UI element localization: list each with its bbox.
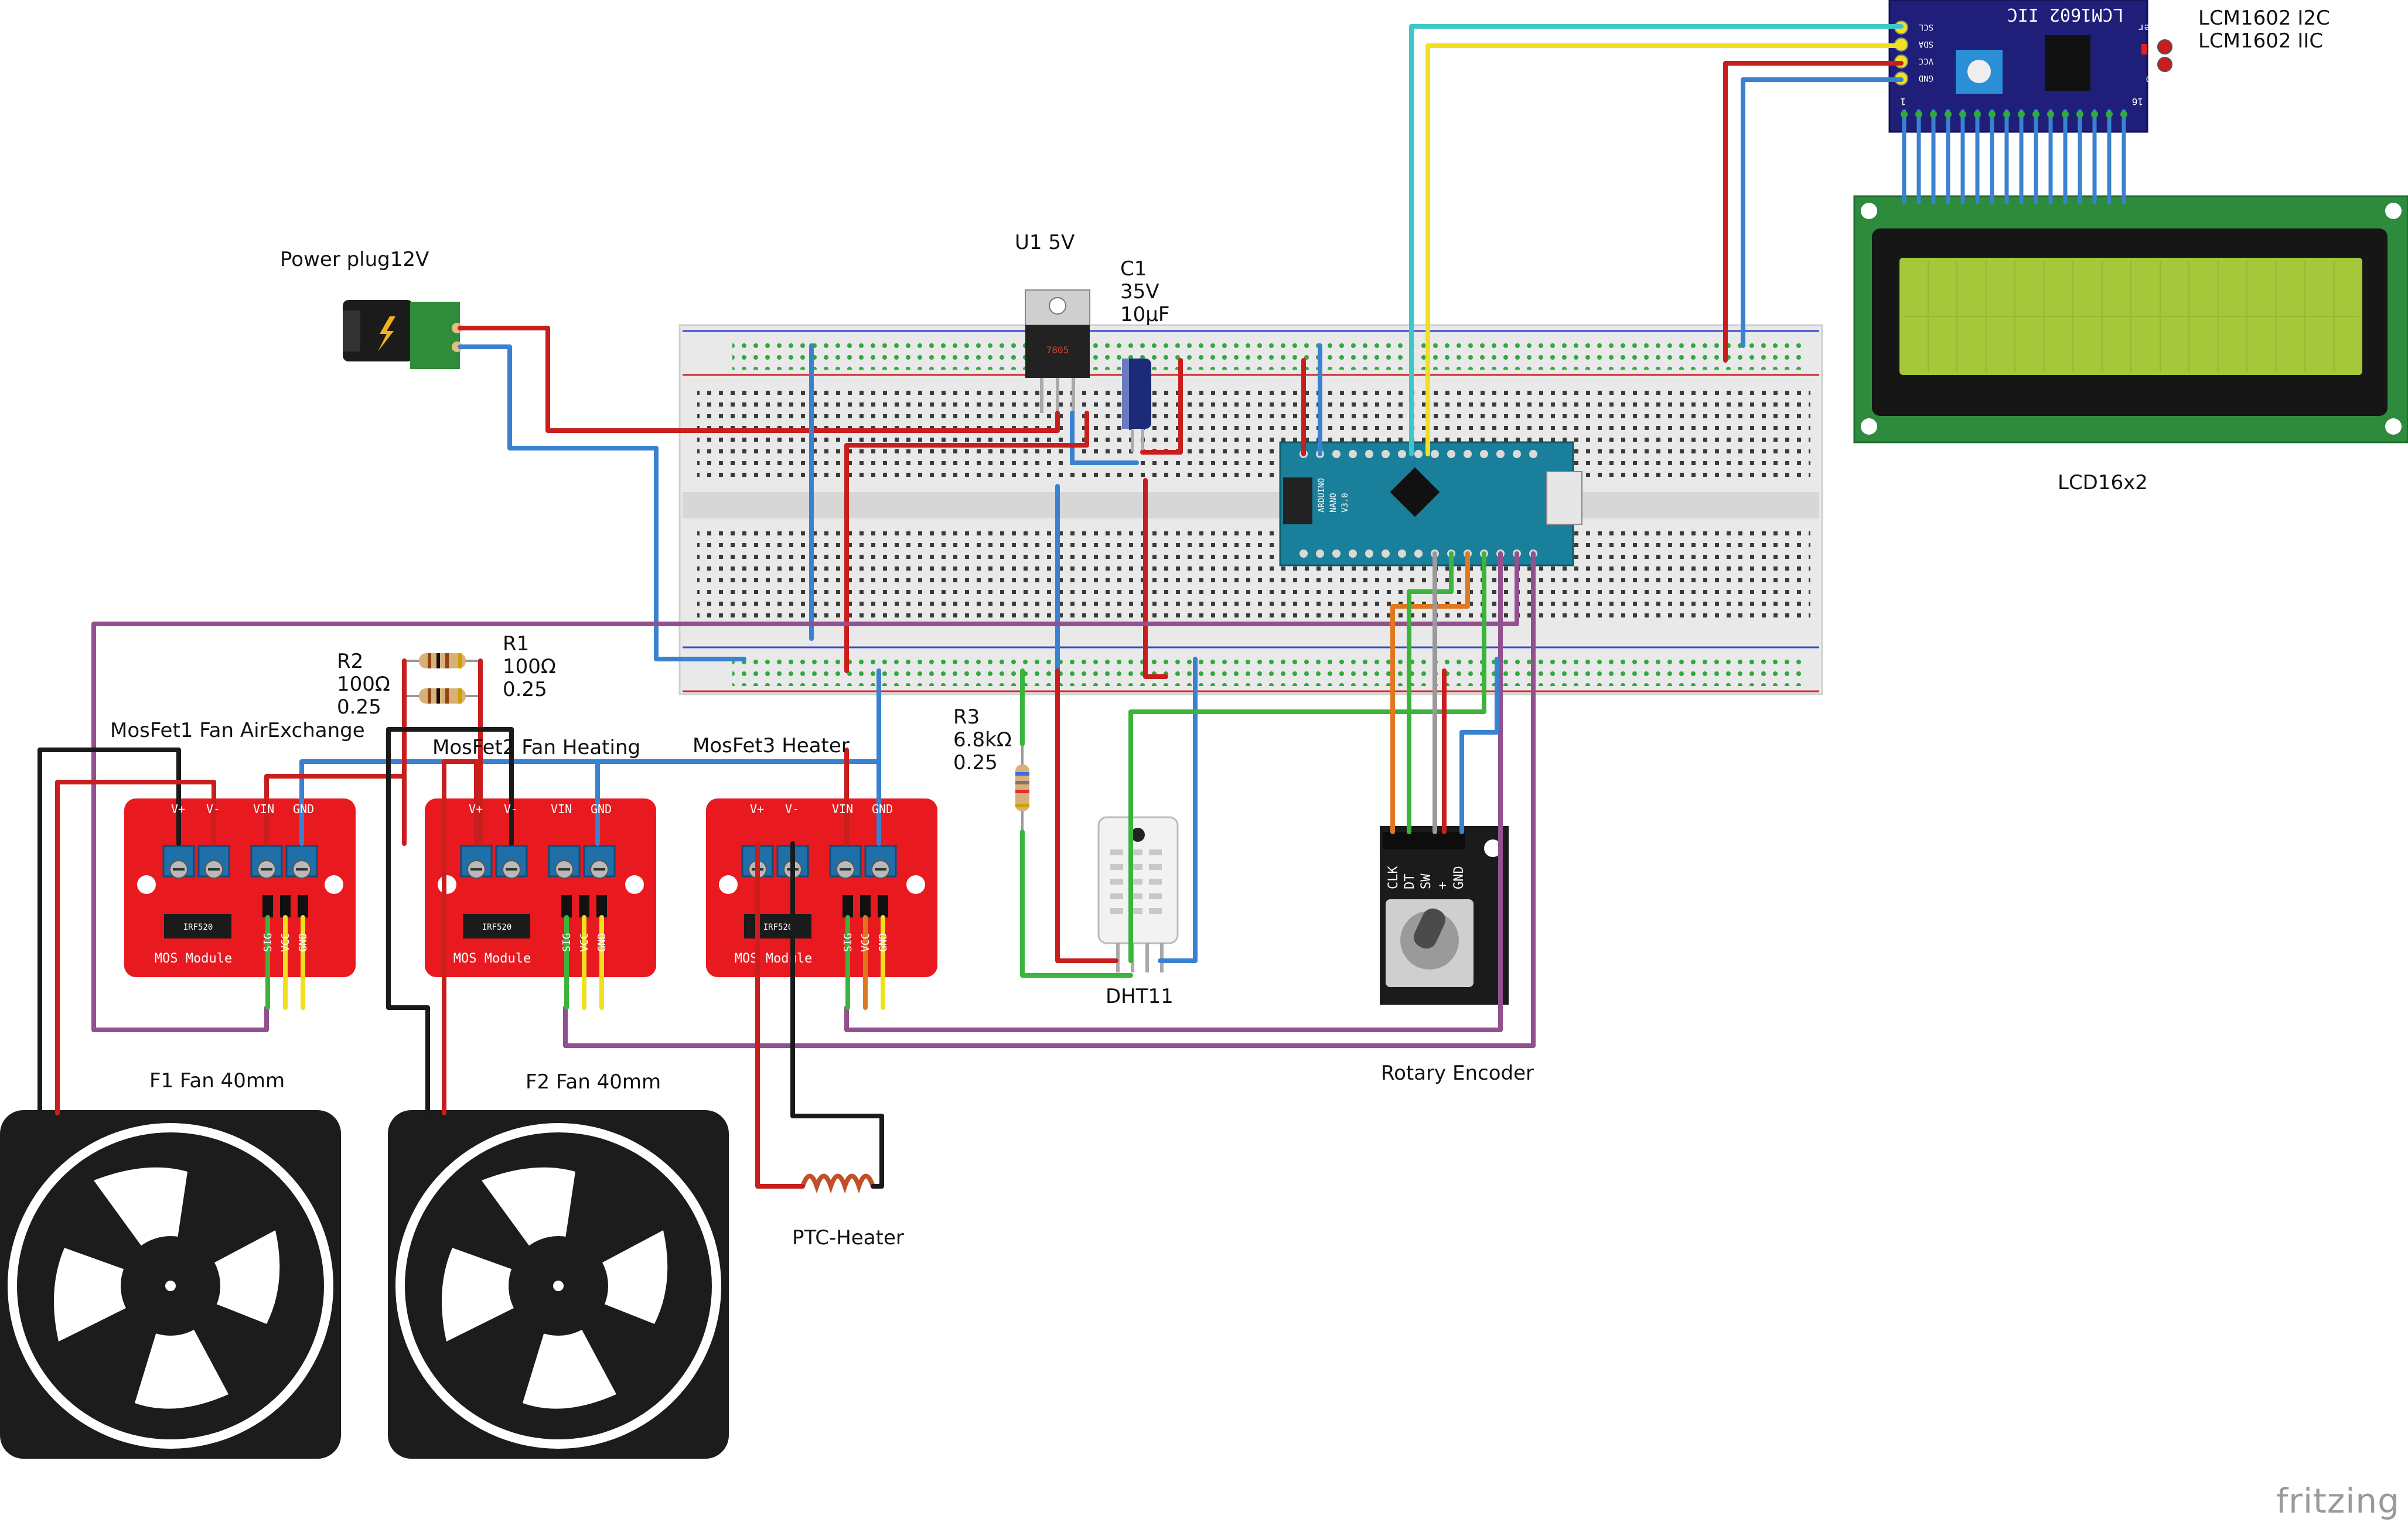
mos2-pin-sig: SIG [561,933,573,952]
resistor-r3 [1015,744,1029,832]
label-mosfet2: MosFet2 Fan Heating [432,736,641,759]
label-mosfet1: MosFet1 Fan AirExchange [110,719,365,742]
mos1-term-vminus: V- [206,802,220,816]
mos-chip-label: IRF520 [183,923,213,932]
mos-module-label: MOS Module [453,951,531,966]
ptc-heater [800,1173,875,1194]
mos2-term-gnd: GND [591,802,612,816]
pin-sda: SDA [1918,39,1933,49]
i2c-title: LCM1602 IIC [2007,4,2124,25]
label-r1: R1 100Ω 0.25 [503,632,556,702]
label-r2-name: R2 [337,650,364,673]
capacitor [1122,359,1151,452]
label-r2-value: 100Ω [337,673,390,697]
power-led [2141,44,2147,54]
label-ptc: PTC-Heater [792,1226,904,1250]
dht11-sensor [1097,816,1179,972]
enc-pin-plus: + [1435,882,1450,889]
rotary-encoder [1380,826,1509,1005]
label-rotary: Rotary Encoder [1381,1062,1534,1085]
label-dht11: DHT11 [1106,985,1174,1008]
mosfet-module-1: IRF520 MOS Module [124,798,356,977]
voltage-regulator: 7805 [1025,289,1090,413]
regulator-text: 7805 [1046,344,1069,356]
mos1-pin-vcc: VCC [279,933,292,952]
pin-vcc: VCC [1919,56,1933,66]
mos3-term-vin: VIN [832,802,853,816]
mos3-pin-vcc: VCC [859,933,872,952]
resistor-r2 [404,688,480,704]
label-lcd: LCD16x2 [2058,471,2148,494]
wires [37,24,2126,1189]
enc-pin-dt: DT [1403,874,1417,890]
fan-f2 [388,1110,729,1459]
label-u1: U1 5V [1015,231,1075,254]
enc-pin-sw: SW [1419,873,1434,889]
nano-label: ARDUINO [1317,478,1326,513]
mos-module-label: MOS Module [155,951,232,966]
pin-1-label: 1 [1900,96,1906,107]
mos2-pin-vcc: VCC [578,933,591,952]
label-fan1: F1 Fan 40mm [149,1069,285,1093]
mos2-term-vminus: V- [504,802,518,816]
enc-pin-clk: CLK [1386,866,1401,889]
mos3-term-vminus: V- [785,802,799,816]
pin-gnd: GND [1919,73,1933,83]
pin-scl: SCL [1919,22,1933,32]
fritzing-watermark: fritzing [2276,1481,2400,1521]
breadboard [678,324,1823,695]
fan-f1 [0,1110,341,1459]
power-jack [343,300,462,369]
label-mosfet3: MosFet3 Heater [693,734,850,757]
mos1-term-vplus: V+ [171,802,185,816]
pin-16-label: 16 [2132,96,2143,107]
label-fan2: F2 Fan 40mm [526,1070,661,1094]
mos2-term-vplus: V+ [469,802,483,816]
mos1-term-gnd: GND [293,802,314,816]
mos1-term-vin: VIN [253,802,274,816]
mos-module-label: MOS Module [735,951,812,966]
mos1-pin-sig: SIG [262,933,274,952]
mosfet-module-2: IRF520 MOS Module [425,798,656,977]
nano-label-version: V3.0 [1341,493,1350,513]
mos-chip-label: IRF520 [482,923,512,932]
mos3-term-vplus: V+ [750,802,764,816]
enc-pin-gnd: GND [1452,866,1466,889]
label-r3-name: R3 [953,705,980,729]
mos3-pin-gnd: GND [877,933,889,952]
label-c1: C1 35V 10µF [1120,257,1170,327]
lightning-icon [378,316,395,351]
lcd-header-pins [1901,111,2127,118]
label-power-plug: Power plug12V [280,248,429,271]
mos3-term-gnd: GND [872,802,893,816]
i2c-adapter: LCM1602 IIC Power SCL SDA VCC GND LED 1 … [1888,0,2172,133]
label-r2: R2 100Ω 0.25 [337,650,390,719]
mosfet-module-3: IRF520 MOS Module [706,798,937,977]
lcd-display [1853,195,2408,443]
label-lcm-iic: LCM1602 IIC [2198,29,2324,53]
label-r1-name: R1 [503,632,530,656]
arduino-nano: ARDUINO NANO V3.0 [1279,441,1582,566]
label-r3-value: 6.8kΩ [953,728,1012,752]
label-lcm-i2c: LCM1602 I2C [2198,6,2330,30]
mos2-pin-gnd: GND [596,933,608,952]
label-r3: R3 6.8kΩ 0.25 [953,705,1012,775]
mos-chip-label: IRF520 [763,923,793,932]
mos2-term-vin: VIN [551,802,572,816]
label-lcm: LCM1602 I2C LCM1602 IIC [2198,6,2330,53]
resistor-r1 [404,653,480,668]
label-r3-power: 0.25 [953,751,998,775]
led-pin-label: LED [2146,74,2161,83]
label-r1-value: 100Ω [503,655,556,679]
label-r2-power: 0.25 [337,695,381,719]
label-c1-capacitance: 10µF [1120,303,1170,327]
nano-label-model: NANO [1329,493,1338,513]
label-c1-name: C1 [1120,257,1147,281]
mos3-pin-sig: SIG [842,933,854,952]
label-c1-voltage: 35V [1120,280,1159,304]
mos1-pin-gnd: GND [297,933,309,952]
label-r1-power: 0.25 [503,678,547,702]
i2c-power-label: Power [2138,22,2167,33]
